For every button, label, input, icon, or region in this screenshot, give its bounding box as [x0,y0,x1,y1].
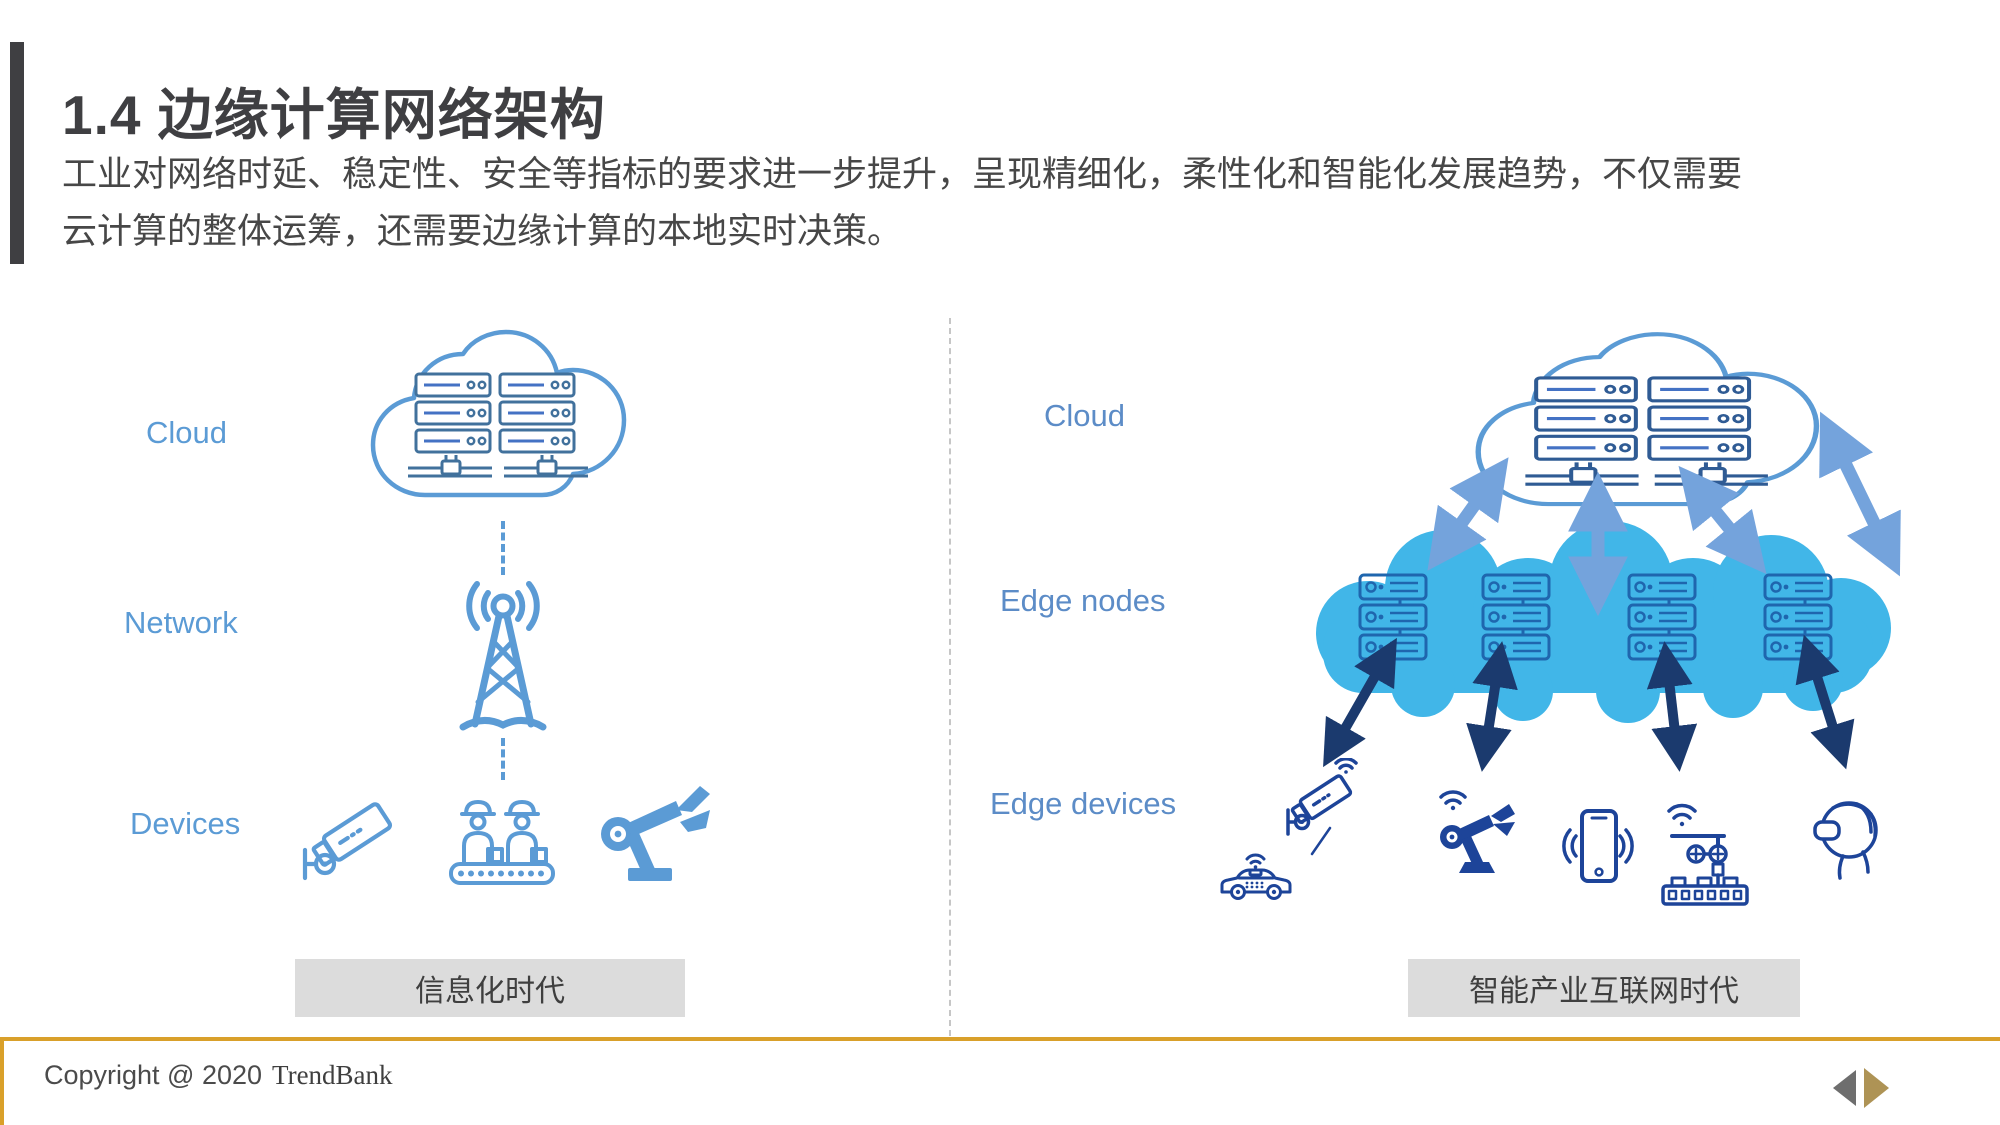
copyright: Copyright @ 2020 TrendBank [44,1060,393,1091]
prev-triangle-icon[interactable] [1833,1070,1856,1106]
title-accent-bar [10,42,24,264]
left-devices-label: Devices [130,806,241,841]
network-devices-link [501,738,505,780]
footer-frame [0,1037,2000,1125]
right-era-caption: 智能产业互联网时代 [1408,959,1800,1017]
body-paragraph: 工业对网络时延、稳定性、安全等指标的要求进一步提升，呈现精细化，柔性化和智能化发… [62,146,1972,261]
body-line-2: 云计算的整体运筹，还需要边缘计算的本地实时决策。 [62,212,903,252]
left-era-caption: 信息化时代 [295,959,685,1017]
vr-headset-icon [1813,801,1878,880]
copyright-text: Copyright @ 2020 [44,1060,263,1090]
panel-divider [949,318,951,1036]
cloud-servers-icon [370,329,627,498]
factory-robot-icon [1661,803,1749,906]
cloud-servers-icon [1475,332,1820,507]
body-line-1: 工业对网络时延、稳定性、安全等指标的要求进一步提升，呈现精细化，柔性化和智能化发… [62,155,1743,194]
radio-tower-icon [459,581,547,731]
left-network-label: Network [124,605,238,640]
right-era-caption-text: 智能产业互联网时代 [1469,975,1739,1008]
autonomous-car-icon [1220,853,1292,900]
right-cloud-label: Cloud [1044,398,1125,433]
brand-name: TrendBank [272,1060,393,1090]
cctv-camera-icon [302,802,393,881]
next-triangle-icon[interactable] [1864,1068,1889,1108]
robot-arm-icon [1439,790,1515,873]
robot-arm-icon [601,786,710,881]
cloud-network-link [501,521,505,575]
right-edge-devices-label: Edge devices [990,786,1177,821]
edge-node-cloud-icon [1316,521,1891,723]
left-cloud-label: Cloud [146,415,227,450]
smartphone-icon [1562,809,1634,883]
page-title: 1.4 边缘计算网络架构 [62,84,606,146]
left-era-caption-text: 信息化时代 [415,975,565,1008]
cctv-camera-icon [1286,758,1358,856]
right-edge-nodes-label: Edge nodes [1000,583,1166,618]
workers-conveyor-icon [449,800,555,885]
